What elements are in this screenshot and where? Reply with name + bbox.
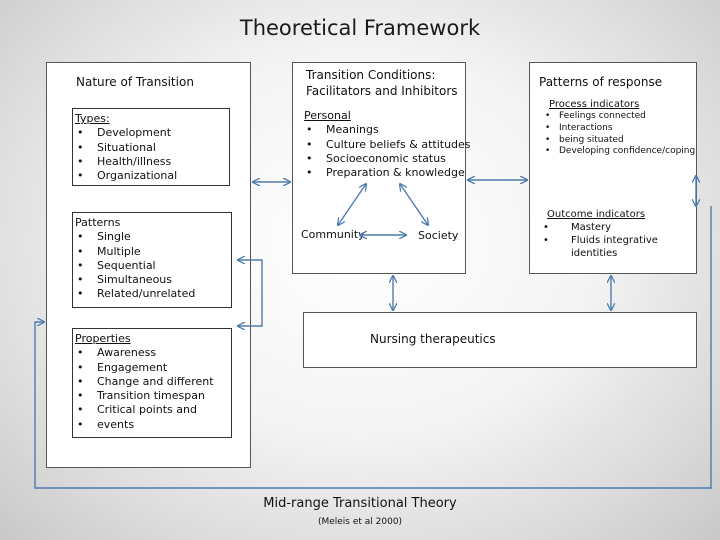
arrow-personal-community	[338, 184, 366, 225]
process-heading: Process indicators	[549, 99, 640, 110]
society-label: Society	[418, 229, 459, 242]
list-item: Health/illness	[75, 155, 227, 170]
list-item: Mastery	[541, 221, 693, 234]
list-item: Socioeconomic status	[304, 152, 460, 167]
list-item: Situational	[75, 141, 227, 156]
types-heading: Types:	[75, 112, 110, 125]
arrow-personal-society	[400, 184, 428, 225]
list-item: Development	[75, 126, 227, 141]
types-list: Development Situational Health/illness O…	[75, 126, 227, 183]
outcome-heading: Outcome indicators	[547, 209, 646, 220]
list-item: Organizational	[75, 169, 227, 184]
personal-box: Personal Meanings Culture beliefs & atti…	[302, 107, 471, 182]
list-item: Sequential	[75, 259, 229, 274]
list-item: Awareness	[75, 346, 229, 361]
list-item: Meanings	[304, 123, 460, 138]
page-title: Theoretical Framework	[239, 16, 481, 40]
nature-header: Nature of Transition	[76, 75, 194, 89]
outcome-list: Mastery Fluids integrative	[541, 221, 693, 247]
personal-heading: Personal	[304, 109, 351, 122]
patterns-heading: Patterns	[75, 216, 121, 229]
conditions-header-line2: Facilitators and Inhibitors	[306, 84, 458, 98]
list-item: Related/unrelated	[75, 287, 229, 302]
list-item: Critical points and	[75, 403, 229, 418]
list-item: Preparation & knowledge	[304, 166, 465, 181]
process-list: Feelings connected Interactions being si…	[543, 111, 695, 158]
list-item: Transition timespan	[75, 389, 229, 404]
properties-heading: Properties	[75, 332, 131, 345]
types-box: Types: Development Situational Health/il…	[72, 108, 230, 186]
personal-list: Meanings Culture beliefs & attitudes Soc…	[304, 123, 471, 181]
therapeutics-box	[303, 312, 697, 368]
process-box: Process indicators Feelings connected In…	[541, 99, 695, 171]
list-item: events	[75, 418, 229, 433]
properties-list: Awareness Engagement Change and differen…	[75, 346, 229, 432]
footer-citation: (Meleis et al 2000)	[317, 517, 403, 527]
community-label: Community	[301, 228, 365, 241]
properties-box: Properties Awareness Engagement Change a…	[72, 328, 232, 438]
therapeutics-label: Nursing therapeutics	[370, 332, 496, 346]
list-item: Single	[75, 230, 229, 245]
conditions-header: Transition Conditions: Facilitators and …	[306, 67, 458, 99]
list-item: Engagement	[75, 361, 229, 376]
footer-title: Mid-range Transitional Theory	[263, 496, 457, 511]
list-item: Change and different	[75, 375, 229, 390]
list-item: Feelings connected	[543, 111, 693, 123]
response-header: Patterns of response	[539, 75, 663, 89]
list-item: Interactions	[543, 123, 693, 135]
conditions-header-line1: Transition Conditions:	[306, 68, 436, 82]
outcome-item-continued: identities	[571, 248, 618, 259]
list-item: Fluids integrative	[541, 234, 693, 247]
list-item: Multiple	[75, 245, 229, 260]
list-item: Culture beliefs & attitudes	[304, 138, 471, 153]
list-item: Developing confidence/coping	[543, 146, 695, 158]
outcome-box: Outcome indicators Mastery Fluids integr…	[539, 208, 695, 268]
patterns-list: Single Multiple Sequential Simultaneous …	[75, 230, 229, 302]
list-item: Simultaneous	[75, 273, 229, 288]
patterns-box: Patterns Single Multiple Sequential Simu…	[72, 212, 232, 308]
arrow-feedback-loop	[34, 206, 712, 489]
arrow-nature-loop	[238, 260, 263, 326]
list-item: being situated	[543, 135, 693, 147]
